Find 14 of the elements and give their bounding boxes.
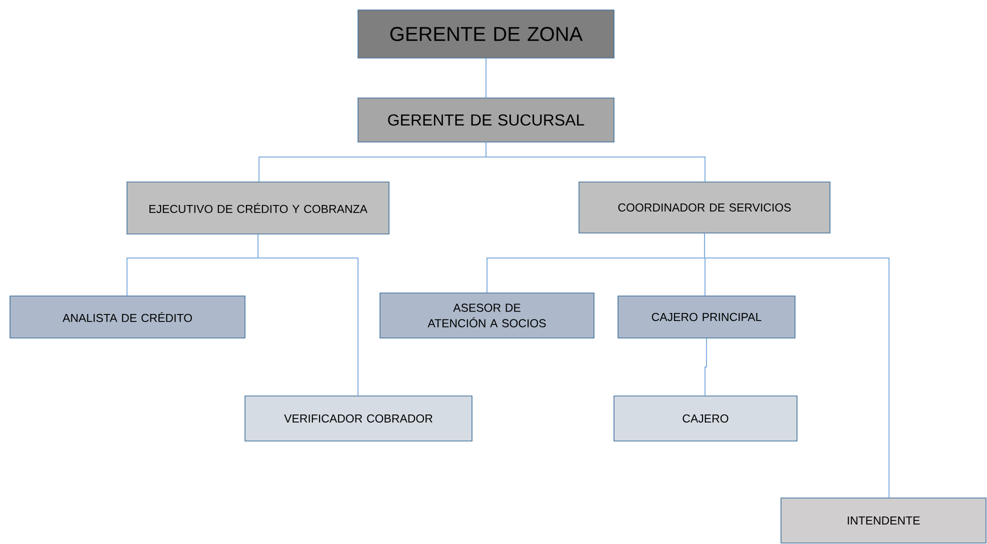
connector-line <box>258 234 358 396</box>
org-box: VERIFICADOR COBRADOR <box>244 396 472 442</box>
connector-line <box>704 338 707 396</box>
org-box: GERENTE DE SUCURSAL <box>358 98 614 142</box>
org-box: INTENDENTE <box>780 498 986 544</box>
org-box: ANALISTA DE CRÉDITO <box>10 296 246 338</box>
org-box: EJECUTIVO DE CRÉDITO Y COBRANZA <box>126 182 390 234</box>
connector-line <box>486 142 706 182</box>
org-box: ASESOR DE ATENCIÓN A SOCIOS <box>380 292 594 338</box>
org-box: COORDINADOR DE SERVICIOS <box>578 182 830 234</box>
org-box: GERENTE DE ZONA <box>358 10 614 58</box>
org-box: CAJERO <box>614 396 798 442</box>
connector-line <box>704 232 890 498</box>
org-box: CAJERO PRINCIPAL <box>618 296 796 338</box>
